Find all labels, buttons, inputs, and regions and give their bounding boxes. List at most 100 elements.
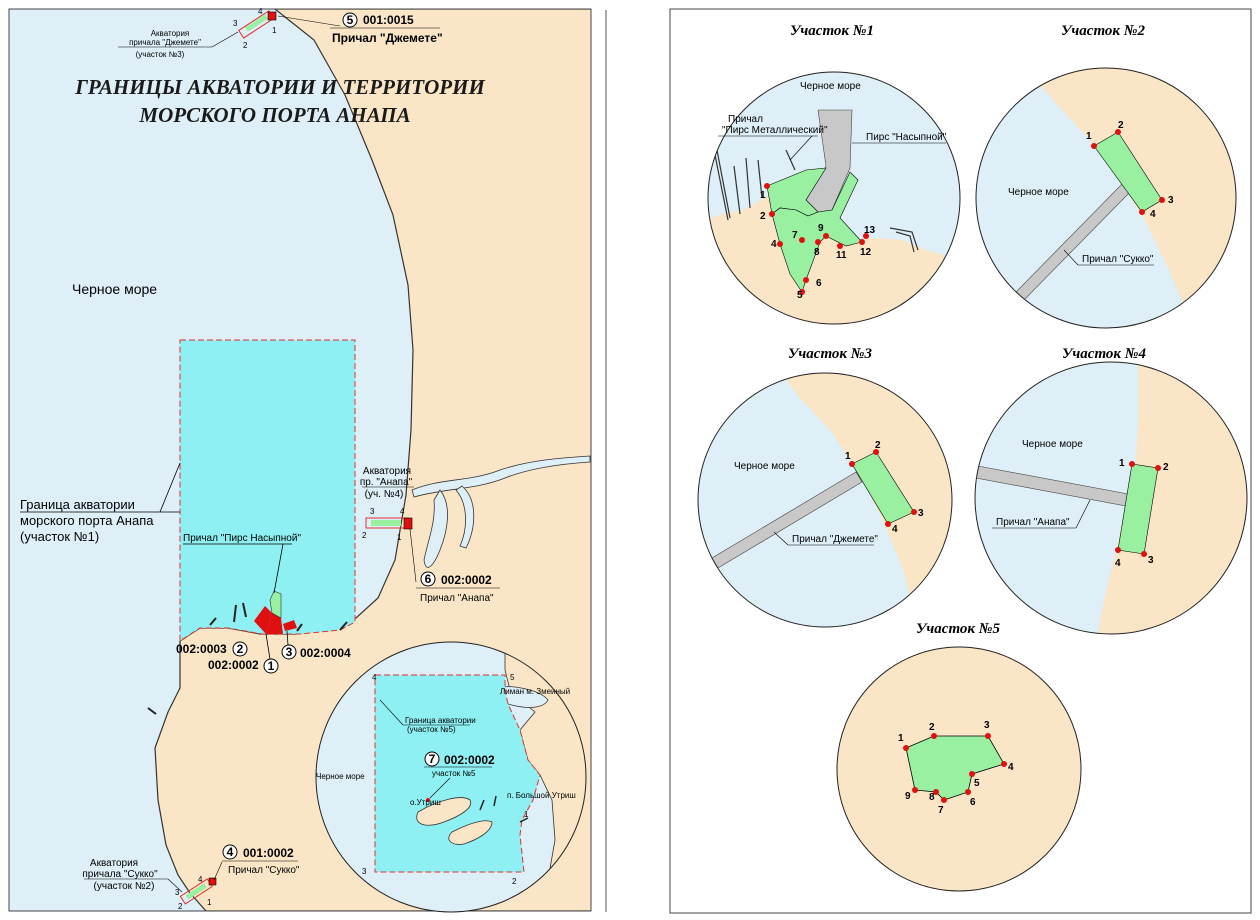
svg-text:1: 1 (397, 533, 402, 542)
svg-text:Граница акватории: Граница акватории (405, 716, 476, 725)
svg-text:1: 1 (1086, 131, 1092, 142)
svg-text:4: 4 (892, 524, 898, 535)
svg-text:Пирс "Насыпной": Пирс "Насыпной" (866, 132, 947, 143)
svg-text:Причал "Сукко": Причал "Сукко" (228, 865, 300, 876)
map-frame (8, 8, 592, 912)
svg-text:002:0002: 002:0002 (208, 658, 259, 672)
panel-uchastok-4: Участок №4 Черное море Причал "Анапа" 1 … (974, 346, 1248, 635)
svg-text:12: 12 (860, 247, 872, 258)
svg-text:002:0003: 002:0003 (176, 642, 227, 656)
svg-text:002:0002: 002:0002 (444, 753, 495, 767)
panel-1-title: Участок №1 (790, 23, 874, 39)
svg-text:2: 2 (237, 642, 244, 656)
code-002-0002: 002:0002 1 (208, 633, 279, 674)
svg-text:1: 1 (524, 810, 529, 819)
svg-text:6: 6 (816, 278, 822, 289)
panel-uchastok-1: Участок №1 Черное море Причал "Пирс Мета… (707, 23, 961, 325)
svg-text:1: 1 (898, 733, 904, 744)
svg-text:11: 11 (836, 250, 847, 261)
svg-text:причала "Джемете": причала "Джемете" (129, 38, 201, 47)
svg-text:4: 4 (771, 239, 777, 250)
inset-sea-label: Черное море (316, 772, 365, 781)
svg-text:2: 2 (362, 531, 367, 540)
river (411, 455, 591, 498)
svg-text:5: 5 (797, 290, 803, 301)
svg-text:1: 1 (207, 898, 212, 907)
panel-2-title: Участок №2 (1061, 23, 1146, 39)
svg-text:4: 4 (258, 7, 263, 16)
svg-text:001:0015: 001:0015 (363, 13, 414, 27)
svg-text:причала "Сукко": причала "Сукко" (82, 869, 158, 880)
panel-uchastok-5: Участок №5 1 2 3 4 5 6 7 8 9 (836, 621, 1082, 892)
code-002-0004: 3 002:0004 (281, 630, 351, 660)
svg-text:(уч. №4): (уч. №4) (365, 489, 404, 500)
svg-text:Лиман м. Змеиный: Лиман м. Змеиный (500, 687, 570, 696)
dzhemete-code-callout: 5 001:0015 Причал "Джемете" (277, 12, 443, 45)
map-title-line2: МОРСКОГО ПОРТА АНАПА (138, 103, 410, 127)
svg-text:Причал "Анапа": Причал "Анапа" (420, 593, 494, 604)
svg-text:3: 3 (175, 888, 180, 897)
anapa-area-label: Акватория пр. "Анапа" (уч. №4) (360, 466, 414, 500)
berth-002-0004 (283, 620, 297, 631)
panel-1-points (764, 183, 869, 295)
svg-text:7: 7 (792, 230, 798, 241)
panel-5-title: Участок №5 (916, 621, 1001, 637)
svg-text:морского порта Анапа: морского порта Анапа (20, 513, 154, 528)
svg-text:Причал "Пирс Насыпной": Причал "Пирс Насыпной" (183, 533, 301, 544)
svg-text:001:0002: 001:0002 (243, 846, 294, 860)
berth-sukko: 3 4 2 1 (175, 875, 217, 911)
svg-text:3: 3 (1168, 195, 1174, 206)
sukko-code-callout: 4 001:0002 Причал "Сукко" (213, 844, 300, 881)
inset-utrish: Черное море Граница акватории (участок №… (315, 641, 587, 913)
svg-text:3: 3 (370, 507, 375, 516)
svg-text:Черное море: Черное море (734, 461, 795, 472)
svg-text:7: 7 (938, 805, 944, 816)
svg-text:(участок №5): (участок №5) (407, 725, 456, 734)
svg-text:2: 2 (760, 211, 766, 222)
svg-text:2: 2 (929, 722, 935, 733)
svg-text:о.Утриш: о.Утриш (410, 798, 441, 807)
svg-text:Причал: Причал (728, 114, 763, 125)
svg-text:3: 3 (1148, 555, 1154, 566)
svg-text:Причал "Джемете": Причал "Джемете" (332, 31, 443, 45)
svg-text:6: 6 (970, 797, 976, 808)
svg-text:1: 1 (760, 190, 766, 201)
svg-text:2: 2 (243, 41, 248, 50)
svg-text:3: 3 (362, 867, 367, 876)
svg-text:5: 5 (510, 673, 515, 682)
svg-text:5: 5 (347, 13, 354, 27)
svg-text:"Пирс Металлический": "Пирс Металлический" (722, 125, 828, 136)
svg-text:4: 4 (198, 875, 203, 884)
pier-nasypnoy-callout: Причал "Пирс Насыпной" (183, 533, 301, 594)
svg-text:1: 1 (1119, 458, 1125, 469)
svg-text:2: 2 (512, 877, 517, 886)
svg-text:Причал "Сукко": Причал "Сукко" (1082, 254, 1154, 265)
panel-uchastok-3: Участок №3 Черное море Причал "Джемете" … (697, 346, 953, 628)
svg-text:3: 3 (984, 720, 990, 731)
berth-002-0003 (254, 606, 272, 634)
svg-text:9: 9 (818, 223, 824, 234)
svg-text:13: 13 (864, 225, 876, 236)
svg-text:4: 4 (372, 673, 377, 682)
svg-text:4: 4 (1008, 762, 1014, 773)
svg-text:пр. "Анапа": пр. "Анапа" (360, 477, 413, 488)
svg-text:п. Большой Утриш: п. Большой Утриш (507, 791, 576, 800)
svg-text:002:0004: 002:0004 (300, 646, 351, 660)
svg-text:Черное море: Черное море (1008, 187, 1069, 198)
svg-text:6: 6 (425, 572, 432, 586)
svg-text:2: 2 (875, 440, 881, 451)
berth-pirs-nasypnoy (269, 590, 282, 619)
svg-text:8: 8 (929, 792, 935, 803)
port-water-area-1 (179, 339, 356, 642)
svg-text:(участок №2): (участок №2) (94, 881, 155, 892)
svg-text:Черное море: Черное море (1022, 439, 1083, 450)
svg-text:4: 4 (1150, 209, 1156, 220)
svg-text:1: 1 (845, 451, 851, 462)
svg-text:4: 4 (227, 845, 234, 859)
code-002-0003: 002:0003 2 (176, 641, 248, 657)
overview-map: ГРАНИЦЫ АКВАТОРИИ И ТЕРРИТОРИИ МОРСКОГО … (8, 7, 592, 913)
anapa-code-callout: 6 002:0002 Причал "Анапа" (409, 528, 500, 604)
svg-text:2: 2 (178, 902, 183, 911)
svg-text:Акватория: Акватория (151, 29, 190, 38)
berth-anapa: 3 4 2 1 (362, 507, 413, 542)
